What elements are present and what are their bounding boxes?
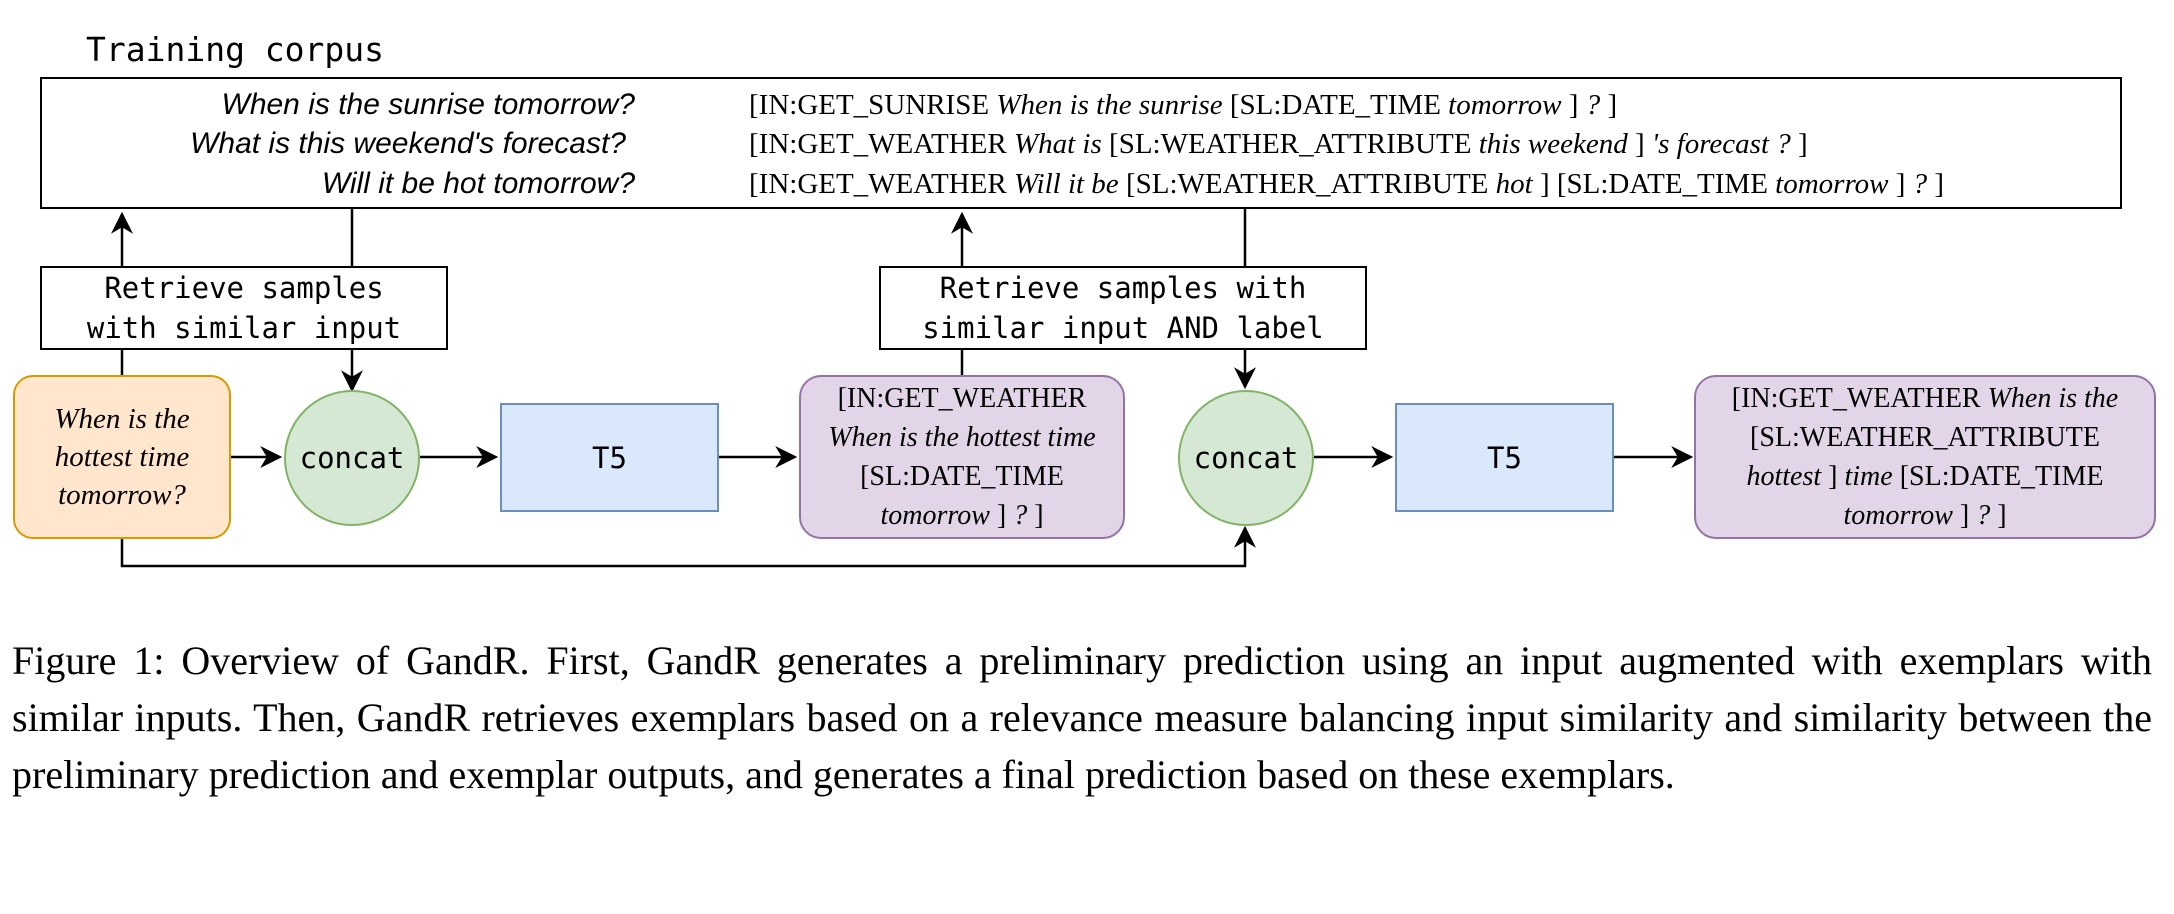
arrow-input-to-concat-2 [120,525,1256,568]
prediction-line: tomorrow ] ? ] [1843,500,2007,531]
prediction-line: [IN:GET_WEATHER When is the [1731,383,2119,414]
t5-model-1: T5 [500,403,719,512]
prediction-text: [IN:GET_WEATHER When is the hottest time [… [828,379,1096,535]
prediction-line: [SL:DATE_TIME [860,461,1064,492]
input-query-box: When is the hottest time tomorrow? [13,375,231,539]
prediction-line: [SL:WEATHER_ATTRIBUTE [1750,422,2100,453]
concat-node-1: concat [284,390,420,526]
corpus-title: Training corpus [86,30,385,69]
prediction-line: hottest ] time [SL:DATE_TIME [1746,461,2104,492]
prediction-text: [IN:GET_WEATHER When is the [SL:WEATHER_A… [1732,379,2118,535]
prediction-line: [IN:GET_WEATHER [837,383,1087,414]
final-prediction-box: [IN:GET_WEATHER When is the [SL:WEATHER_A… [1694,375,2156,539]
corpus-question-1: When is the sunrise tomorrow? [221,88,636,121]
figure-caption: Figure 1: Overview of GandR. First, Gand… [12,638,2152,797]
corpus-question-3: Will it be hot tomorrow? [321,167,635,200]
retrieve-similar-input-box: Retrieve samples with similar input [40,266,448,350]
corpus-label-3: [IN:GET_WEATHER Will it be [SL:WEATHER_A… [749,168,1945,200]
concat-node-2: concat [1178,390,1314,526]
retrieve-similar-input-and-label-box: Retrieve samples with similar input AND … [879,266,1367,350]
prediction-line: When is the hottest time [828,422,1096,453]
t5-model-2: T5 [1395,403,1614,512]
corpus-label-2: [IN:GET_WEATHER What is [SL:WEATHER_ATTR… [749,128,1808,160]
corpus-label-1: [IN:GET_SUNRISE When is the sunrise [SL:… [749,89,1618,121]
preliminary-prediction-box: [IN:GET_WEATHER When is the hottest time [… [799,375,1125,539]
corpus-question-2: What is this weekend's forecast? [190,127,626,160]
prediction-line: tomorrow ] ? ] [880,500,1044,531]
training-corpus-box [40,77,2122,209]
